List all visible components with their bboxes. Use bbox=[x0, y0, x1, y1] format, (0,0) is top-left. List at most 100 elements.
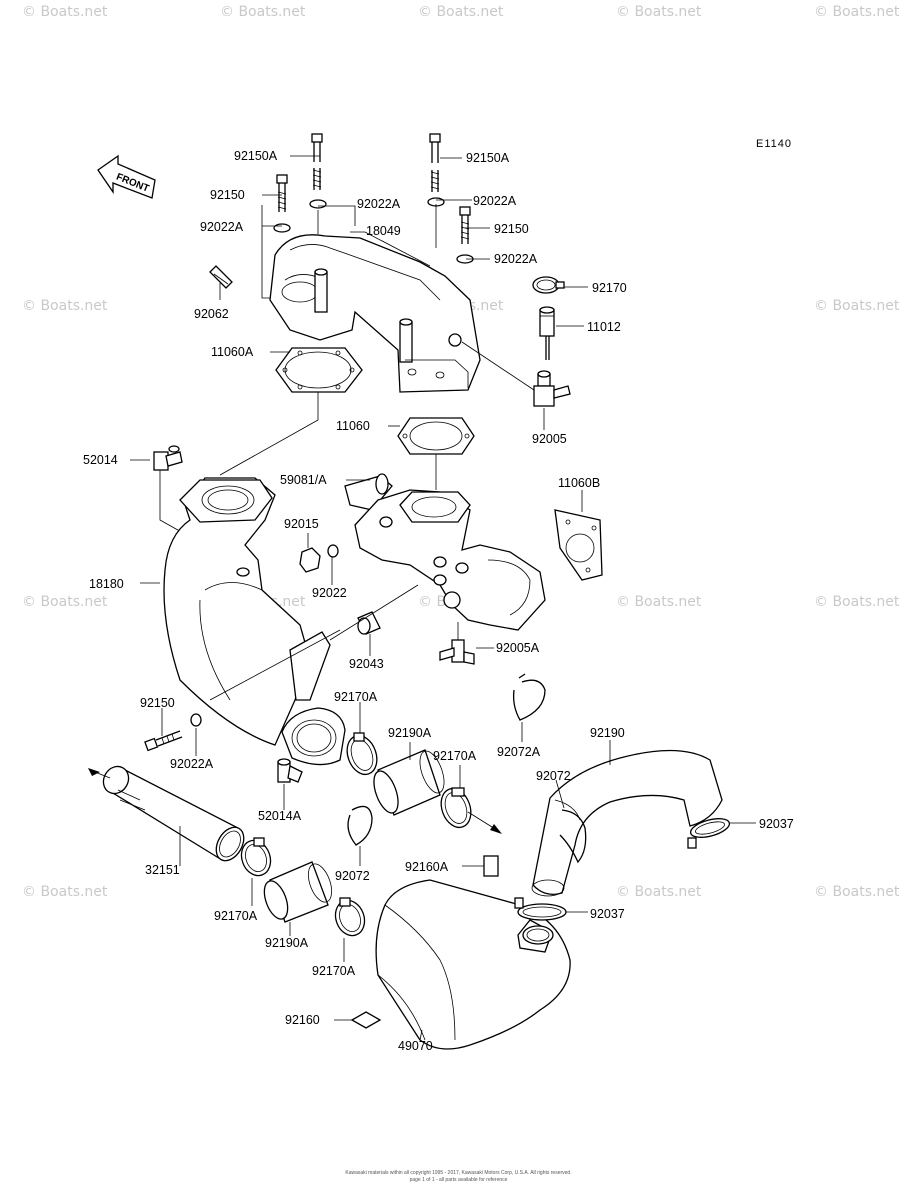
part-label[interactable]: 18049 bbox=[366, 224, 401, 238]
part-label[interactable]: 52014 bbox=[83, 453, 118, 467]
hose-clamp-92170A bbox=[440, 787, 472, 829]
hose-clip-92072 bbox=[347, 805, 373, 846]
part-label[interactable]: 92160A bbox=[405, 860, 449, 874]
watermark: © Boats.net bbox=[814, 4, 900, 20]
part-label[interactable]: 92150 bbox=[494, 222, 529, 236]
expansion-chamber-18180 bbox=[163, 477, 346, 766]
watermark: © Boats.net bbox=[814, 594, 900, 610]
collar-92043 bbox=[357, 611, 381, 635]
washer-92022 bbox=[327, 544, 339, 558]
footer-line: Kawasaki materials within all copyright … bbox=[345, 1170, 572, 1176]
watermark: © Boats.net bbox=[22, 594, 108, 610]
part-label[interactable]: 92150 bbox=[140, 696, 175, 710]
hose-clamp-92170 bbox=[532, 276, 565, 294]
front-arrow-icon: FRONT bbox=[97, 154, 156, 199]
diagram-code: E1140 bbox=[756, 138, 792, 150]
part-label[interactable]: 92190A bbox=[265, 936, 309, 950]
watermark: © Boats.net bbox=[22, 298, 108, 314]
hose-clamp-92037 bbox=[687, 818, 731, 849]
watermark: © Boats.net bbox=[418, 4, 504, 20]
part-label[interactable]: 92170A bbox=[334, 690, 378, 704]
watermark: © Boats.net bbox=[814, 884, 900, 900]
pipe-59081A bbox=[344, 473, 393, 511]
hose-clamp-92170A bbox=[346, 732, 378, 776]
part-label[interactable]: 92037 bbox=[759, 817, 794, 831]
part-label[interactable]: 92150A bbox=[466, 151, 510, 165]
part-label[interactable]: 92150A bbox=[234, 149, 278, 163]
watermark: © Boats.net bbox=[22, 884, 108, 900]
part-label[interactable]: 32151 bbox=[145, 863, 180, 877]
part-label[interactable]: 92022A bbox=[200, 220, 244, 234]
part-label[interactable]: 92022A bbox=[170, 757, 214, 771]
part-label[interactable]: 92160 bbox=[285, 1013, 320, 1027]
hose-92190A bbox=[373, 749, 445, 816]
part-label[interactable]: 92022A bbox=[494, 252, 538, 266]
bolt-92150A-right bbox=[429, 133, 441, 192]
part-label[interactable]: 92150 bbox=[210, 188, 245, 202]
part-label[interactable]: 52014A bbox=[258, 809, 302, 823]
sensor-11012 bbox=[539, 306, 555, 360]
elbow-fitting-92005A bbox=[439, 639, 475, 665]
bolt-92150A-left bbox=[311, 133, 323, 190]
part-label[interactable]: 92190 bbox=[590, 726, 625, 740]
footer-line: page 1 of 1 - all parts available for re… bbox=[409, 1176, 508, 1183]
part-label[interactable]: 59081/A bbox=[280, 473, 327, 487]
hose-clip-92072A bbox=[512, 673, 546, 721]
watermark: © Boats.net bbox=[616, 884, 702, 900]
part-label[interactable]: 92015 bbox=[284, 517, 319, 531]
part-label[interactable]: 92005A bbox=[496, 641, 540, 655]
hose-clamp-92170A bbox=[334, 897, 366, 937]
elbow-fitting-52014A bbox=[277, 758, 303, 783]
gasket-11060A bbox=[275, 347, 363, 393]
part-label[interactable]: 92072A bbox=[497, 745, 541, 759]
part-label[interactable]: 11012 bbox=[587, 320, 621, 334]
tail-pipe-32151 bbox=[102, 765, 245, 862]
hose-clip-92072 bbox=[559, 809, 587, 864]
elbow-fitting-92005 bbox=[533, 370, 571, 407]
washer-92022A-lower bbox=[190, 713, 202, 727]
label-plate-92160 bbox=[350, 1011, 382, 1029]
part-label[interactable]: 92043 bbox=[349, 657, 384, 671]
plug-92062 bbox=[209, 265, 233, 289]
part-label[interactable]: 92190A bbox=[388, 726, 432, 740]
watermark: © Boats.net bbox=[616, 4, 702, 20]
part-label[interactable]: 92005 bbox=[532, 432, 567, 446]
part-label[interactable]: 18180 bbox=[89, 577, 124, 591]
gasket-11060 bbox=[397, 417, 475, 455]
watermark: © Boats.net bbox=[22, 4, 108, 20]
washer bbox=[309, 199, 327, 209]
elbow-fitting-52014 bbox=[153, 445, 183, 471]
copyright-footer: Kawasaki materials within all copyright … bbox=[0, 1170, 917, 1183]
part-label[interactable]: 92022A bbox=[357, 197, 401, 211]
bolt-92150-left bbox=[276, 174, 288, 212]
nut-92015 bbox=[299, 547, 321, 573]
part-label[interactable]: 92022 bbox=[312, 586, 347, 600]
part-label[interactable]: 92062 bbox=[194, 307, 229, 321]
water-pipe-assembly bbox=[354, 489, 546, 631]
bolt-92150-lower bbox=[144, 730, 183, 752]
part-label[interactable]: 92072 bbox=[536, 769, 571, 783]
hose-92190A bbox=[263, 861, 333, 923]
hose-clamp-92037 bbox=[514, 897, 567, 921]
bolt-92150-right bbox=[459, 206, 471, 244]
part-label[interactable]: 11060B bbox=[558, 476, 601, 490]
hose-92190 bbox=[531, 749, 723, 897]
manifold-18049 bbox=[269, 234, 481, 393]
part-label[interactable]: 92170 bbox=[592, 281, 627, 295]
part-label[interactable]: 92170A bbox=[312, 964, 356, 978]
part-label[interactable]: 92037 bbox=[590, 907, 625, 921]
part-label[interactable]: 92072 bbox=[335, 869, 370, 883]
part-label[interactable]: 92170A bbox=[214, 909, 258, 923]
part-label[interactable]: 11060 bbox=[336, 419, 370, 433]
part-label[interactable]: 92170A bbox=[433, 749, 477, 763]
watermark: © Boats.net bbox=[814, 298, 900, 314]
watermark: © Boats.net bbox=[616, 594, 702, 610]
part-label[interactable]: 11060A bbox=[211, 345, 254, 359]
part-label[interactable]: 49070 bbox=[398, 1039, 433, 1053]
gasket-11060B bbox=[554, 509, 603, 581]
watermark: © Boats.net bbox=[220, 4, 306, 20]
part-label[interactable]: 92022A bbox=[473, 194, 517, 208]
label-plate-92160A bbox=[483, 855, 499, 877]
hose-clamp-92170A bbox=[240, 837, 272, 877]
